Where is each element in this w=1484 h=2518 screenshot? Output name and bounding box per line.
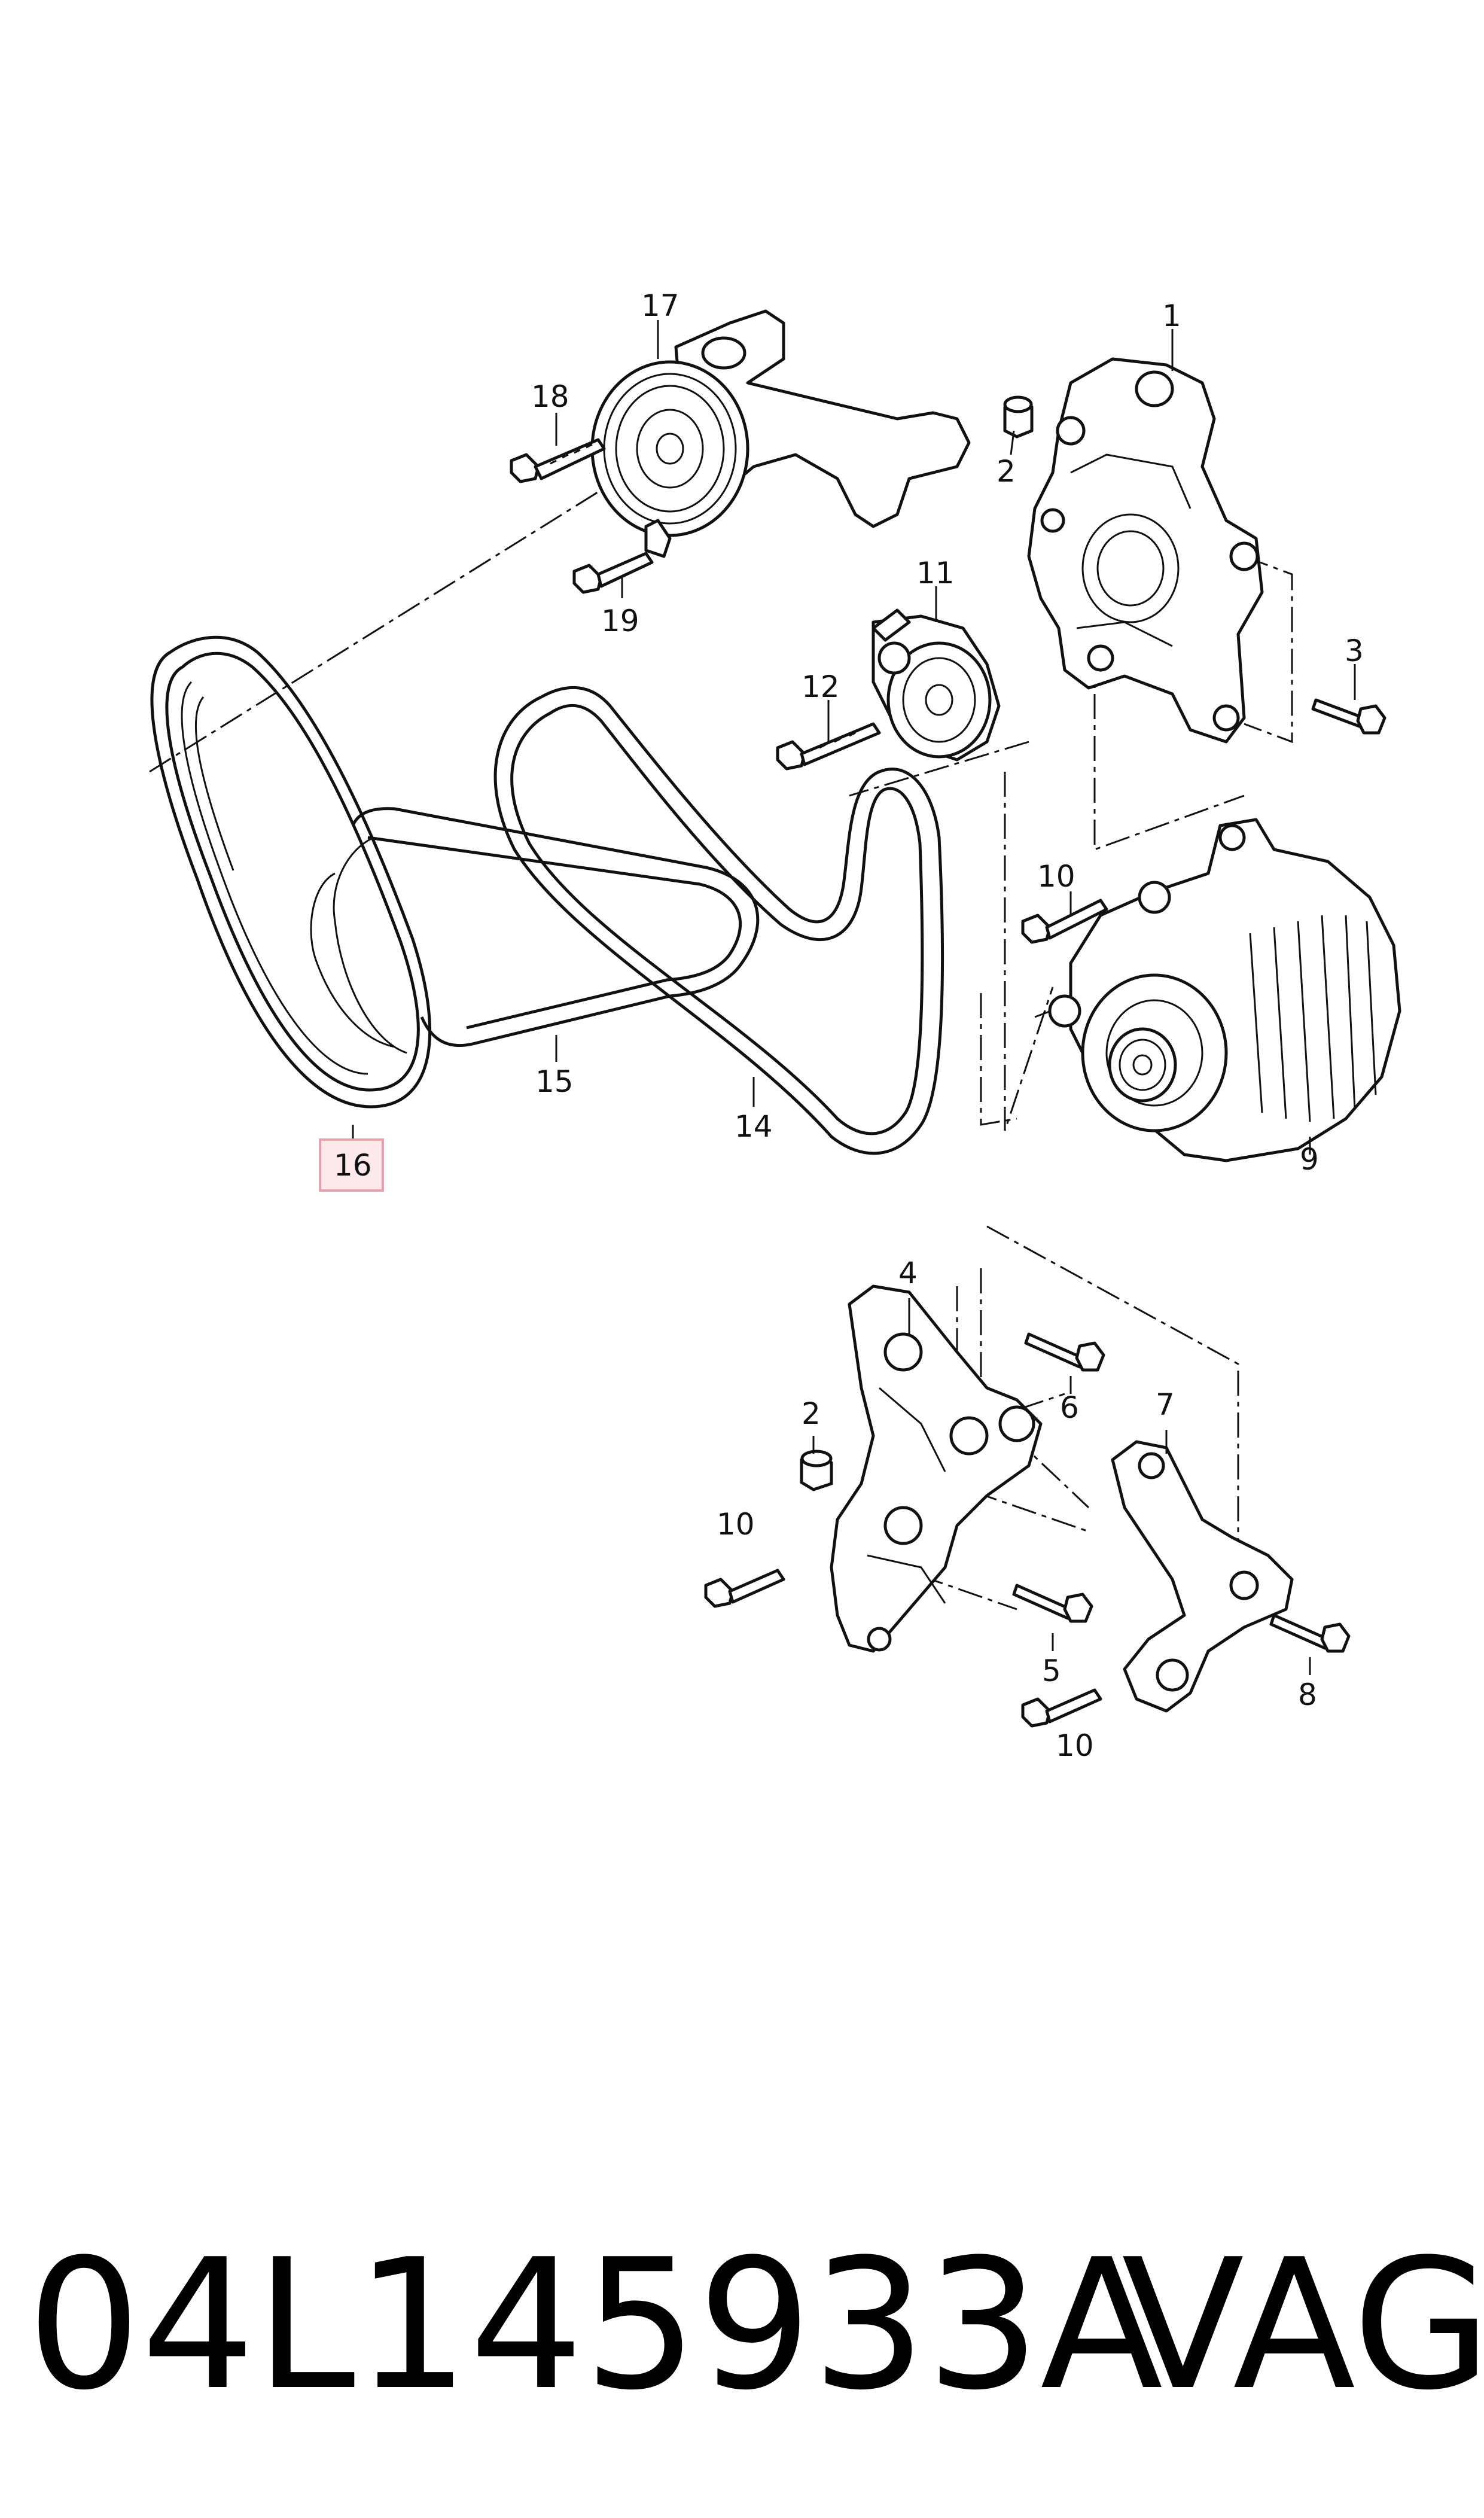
brand-label: VAG	[1122, 2221, 1484, 2429]
part-number: 04L145933A	[27, 2221, 1163, 2429]
belt-14	[493, 686, 944, 1155]
callout-17: 17	[641, 288, 679, 323]
callout-18: 18	[531, 379, 569, 414]
callout-5: 5	[1042, 1654, 1061, 1688]
bolt-6	[1024, 1332, 1105, 1372]
callout-12: 12	[802, 669, 840, 704]
callout-16: 16	[334, 1148, 372, 1183]
callout-19: 19	[601, 604, 639, 638]
bolt-8	[1269, 1613, 1351, 1653]
tensioner-11	[871, 608, 1001, 762]
callout-leader-ticks	[352, 320, 1356, 1675]
bolt-18	[510, 438, 606, 483]
callout-8: 8	[1298, 1677, 1317, 1712]
belt-16	[150, 635, 432, 1109]
callout-10-upper: 10	[1037, 859, 1075, 894]
callout-4: 4	[898, 1256, 918, 1290]
bolt-19	[572, 552, 654, 594]
mounting-bracket-1	[1027, 357, 1264, 744]
callout-labels: 17 18 19 1 2 3 11 12 10 9 15 14 4 6 2 10…	[531, 288, 1364, 1763]
callout-11: 11	[916, 556, 955, 590]
callout-10-lower-left: 10	[717, 1507, 755, 1542]
lower-bracket-4	[830, 1284, 1043, 1653]
alternator-9	[1048, 818, 1401, 1162]
callout-7: 7	[1156, 1387, 1175, 1422]
callout-10-bottom: 10	[1056, 1728, 1094, 1763]
idler-pulley-bracket-17	[590, 309, 971, 558]
bolt-10-bottom	[1021, 1688, 1102, 1728]
callout-9: 9	[1300, 1142, 1319, 1177]
bolt-5	[1012, 1584, 1093, 1623]
bolt-10-lower-left	[704, 1569, 785, 1608]
callout-14: 14	[735, 1109, 773, 1144]
callout-2-top: 2	[997, 454, 1016, 489]
callout-6: 6	[1060, 1390, 1079, 1425]
callout-15: 15	[535, 1064, 574, 1099]
support-bracket-7	[1111, 1440, 1294, 1713]
belt-15	[351, 807, 760, 1048]
bushing-2-lower	[800, 1450, 833, 1491]
bolt-3	[1311, 698, 1387, 735]
bolt-12	[776, 722, 881, 771]
bushing-2-top	[1003, 395, 1034, 439]
callout-2-lower: 2	[802, 1396, 821, 1431]
callout-16-highlight[interactable]: 16	[319, 1138, 384, 1192]
bolt-10-upper	[1021, 899, 1108, 944]
callout-3: 3	[1345, 634, 1364, 668]
callout-1: 1	[1162, 299, 1181, 333]
